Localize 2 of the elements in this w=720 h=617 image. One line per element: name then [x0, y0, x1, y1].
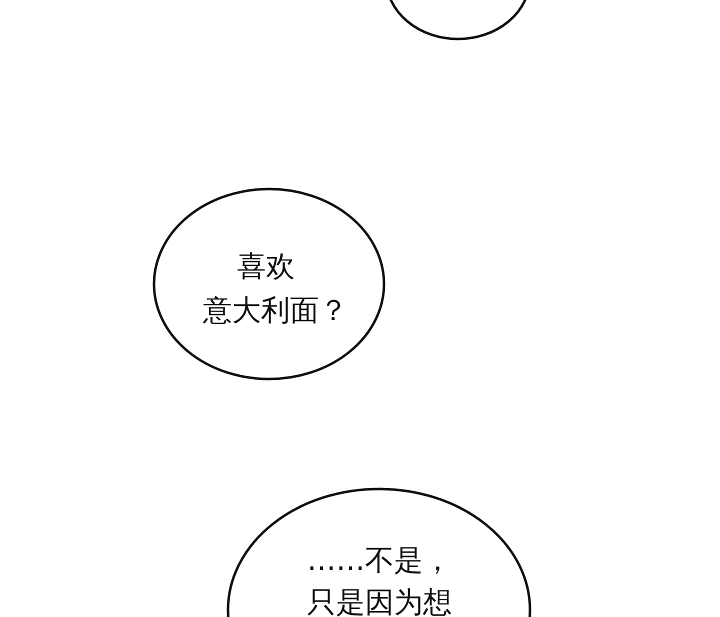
speech-text: 喜欢意大利面？ — [203, 248, 348, 329]
speech-text: ……不是，只是因为想 — [307, 542, 452, 617]
